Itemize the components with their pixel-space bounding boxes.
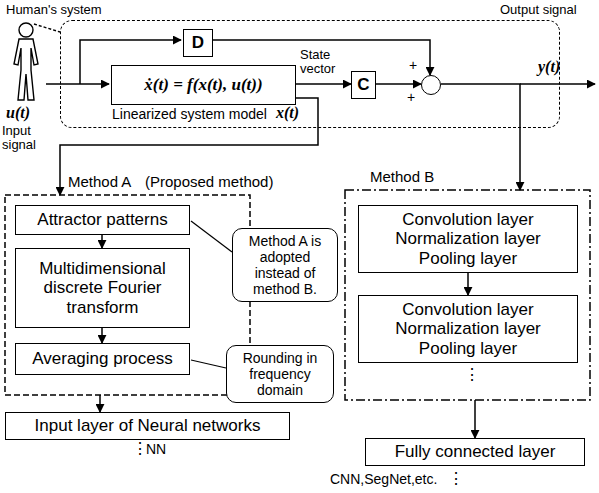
- connector: [474, 400, 476, 438]
- group-heading: +: [407, 89, 415, 105]
- group-border: [345, 190, 590, 400]
- network-name: NN: [146, 442, 166, 457]
- callout-note: Method A is adopted instead of method B.: [232, 228, 338, 302]
- input-layer-box: Input layer of Neural networks: [5, 412, 290, 440]
- leader-line: [191, 360, 226, 368]
- box-label: Fully connected layer: [395, 442, 556, 462]
- group-heading: Human's system: [6, 3, 102, 18]
- continuation-dots: ⋮: [132, 440, 148, 458]
- callout-leaders: [191, 221, 232, 368]
- signal-symbol: u(t): [6, 104, 30, 122]
- signal-symbol: y(t): [538, 58, 560, 76]
- input-arrow: [46, 83, 109, 85]
- box-label: Attractor patterns: [37, 210, 167, 230]
- connector: [467, 273, 469, 295]
- box-label: Input layer of Neural networks: [35, 416, 261, 436]
- human-figure: [14, 23, 60, 100]
- connector: [60, 98, 318, 195]
- continuation-dots: ⋮: [448, 470, 464, 488]
- group-heading: (Proposed method): [145, 173, 273, 190]
- box-label: ẋ(t) = f(x(t), u(t)): [144, 75, 262, 95]
- summing-junction: ++: [421, 75, 441, 95]
- fully-connected-box: Fully connected layer: [365, 438, 585, 466]
- process-box: Attractor patterns: [15, 205, 190, 235]
- box-label: Averaging process: [32, 349, 173, 369]
- output-arrow: [520, 83, 595, 85]
- signal-symbol: x(t): [276, 104, 299, 122]
- output-matrix-box: C: [351, 71, 376, 99]
- connector: [296, 83, 351, 85]
- network-name: CNN,SegNet,etc.: [330, 472, 437, 487]
- connector: [101, 235, 103, 248]
- connector: [101, 328, 103, 343]
- layer-box: Convolution layer Normalization layer Po…: [358, 205, 578, 273]
- box-label: Convolution layer Normalization layer Po…: [378, 300, 558, 359]
- box-label: Method A is adopted instead of method B.: [239, 233, 331, 297]
- group-border: [5, 195, 250, 395]
- layer-box: Convolution layer Normalization layer Po…: [358, 295, 578, 363]
- box-label: Multidimensional discrete Fourier transf…: [22, 259, 183, 318]
- system-model-box: ẋ(t) = f(x(t), u(t)): [111, 65, 296, 105]
- model-caption: Linearized system model: [112, 107, 267, 122]
- continuation-dots: ⋮: [464, 366, 480, 384]
- connector: [376, 83, 421, 85]
- callout-note: Rounding in frequency domain: [226, 345, 334, 403]
- signal-name: State vector: [300, 48, 348, 77]
- group-heading: +: [409, 57, 417, 73]
- group-heading: Method A: [68, 173, 131, 190]
- box-label: Convolution layer Normalization layer Po…: [378, 210, 558, 269]
- process-box: Averaging process: [15, 343, 190, 375]
- box-label: Rounding in frequency domain: [233, 350, 327, 398]
- box-label: C: [357, 75, 369, 95]
- connector: [441, 84, 520, 190]
- box-label: D: [192, 33, 204, 53]
- process-box: Multidimensional discrete Fourier transf…: [15, 248, 190, 328]
- method-a-group: Method A(Proposed method)Attractor patte…: [5, 195, 250, 395]
- signal-name: Input signal: [2, 124, 52, 153]
- connector: [99, 395, 101, 412]
- signal-name: Output signal: [500, 3, 577, 17]
- group-heading: Method B: [370, 168, 434, 185]
- leader-line: [191, 221, 232, 252]
- feedthrough-box: D: [183, 29, 213, 57]
